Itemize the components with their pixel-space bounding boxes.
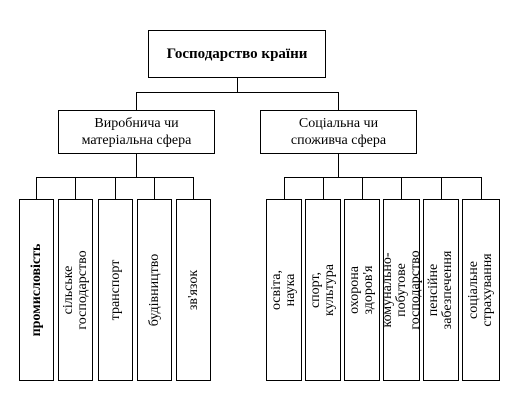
branch-label-social-insurance: соціальне страхування: [466, 253, 495, 327]
branch-box-construction: будівництво: [137, 199, 172, 381]
branch-box-healthcare: охорона здоров'я: [344, 199, 380, 381]
branch-label-sport: спорт, культура: [308, 264, 337, 316]
branch-box-utilities: комунально-побутове господарство: [379, 199, 423, 381]
branch-box-transport: транспорт: [98, 199, 133, 381]
service-sphere-box: Соціальна чи споживча сфера: [260, 110, 417, 154]
production-sphere-box: Виробнича чи матеріальна сфера: [58, 110, 215, 154]
production-sphere-title: Виробнича чи матеріальна сфера: [81, 116, 192, 148]
branch-label-education: освіта, наука: [269, 269, 298, 311]
economy-root-box: Господарство країни: [148, 30, 326, 78]
branch-label-construction: будівництво: [146, 253, 162, 327]
branch-box-social-insurance: соціальне страхування: [462, 199, 500, 381]
branch-label-industry: промисловість: [28, 243, 44, 337]
branch-label-agriculture: сільське господарство: [60, 250, 90, 330]
branch-box-education: освіта, наука: [266, 199, 302, 381]
branch-box-pension: пенсійне забезпечення: [423, 199, 459, 381]
branch-label-transport: транспорт: [107, 259, 123, 321]
economy-root-title: Господарство країни: [166, 45, 308, 62]
branch-label-healthcare: охорона здоров'я: [347, 265, 376, 315]
branch-label-utilities: комунально-побутове господарство: [379, 250, 423, 330]
branch-box-industry: промисловість: [19, 199, 54, 381]
branch-label-pension: пенсійне забезпечення: [426, 250, 455, 330]
branch-label-communication: зв'язок: [185, 269, 201, 311]
service-sphere-title: Соціальна чи споживча сфера: [290, 116, 387, 148]
branch-box-sport: спорт, культура: [305, 199, 341, 381]
branch-box-agriculture: сільське господарство: [58, 199, 93, 381]
branch-box-communication: зв'язок: [176, 199, 211, 381]
